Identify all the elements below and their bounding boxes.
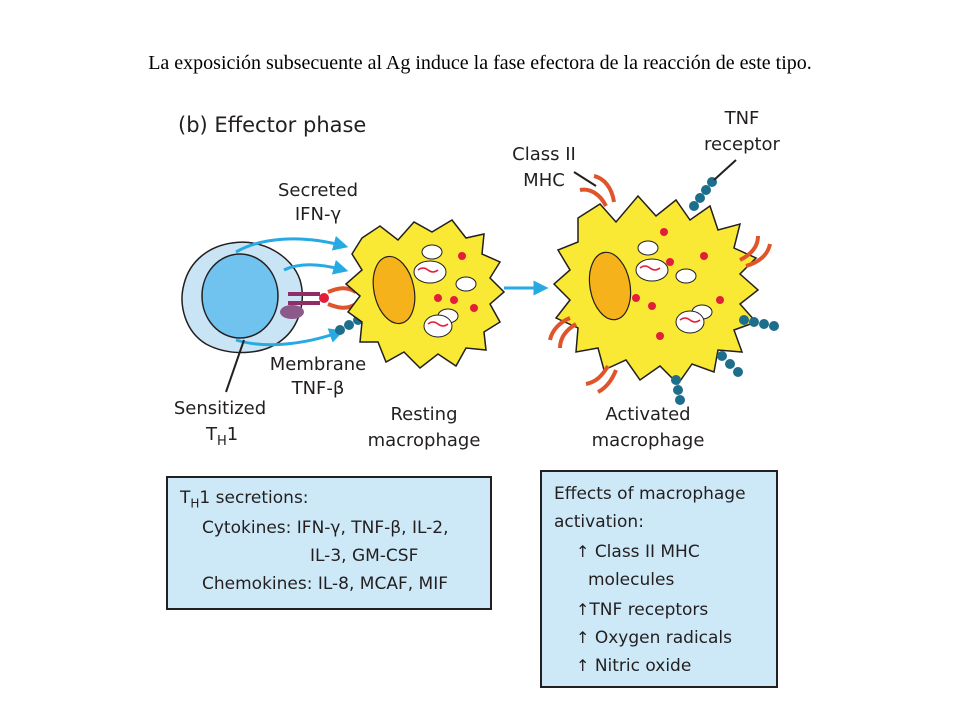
resting-nucleus [372, 255, 416, 325]
membrane-label-2: TNF-β [291, 378, 345, 399]
secretions-cytokines: Cytokines: IFN-γ, TNF-β, IL-2, [202, 518, 449, 538]
effect-item-tnf: ↑TNF receptors [576, 600, 709, 620]
secreted-label-2: IFN-γ [295, 204, 342, 225]
resting-label-2: macrophage [368, 430, 481, 451]
activated-nucleus [588, 251, 632, 321]
ifn-gamma-arrow-2 [283, 260, 349, 275]
activated-label-1: Activated [605, 404, 690, 425]
up-arrow-icon: ↑ [576, 628, 590, 647]
sensitized-label-1: Sensitized [174, 398, 266, 419]
ifn-gamma-arrow [235, 236, 349, 254]
up-arrow-icon: ↑ [576, 656, 590, 675]
effect-item-class2-cont: molecules [588, 570, 675, 590]
sensitized-label-2: TH1 [205, 424, 238, 449]
tnf-label-1: TNF [724, 108, 760, 129]
activated-macrophage [552, 194, 760, 386]
tnf-receptor-pointer [713, 159, 737, 181]
th1-pointer [225, 339, 245, 393]
th1-bump [280, 305, 304, 319]
th1-secretions-box: TH1 secretions: Cytokines: IFN-γ, TNF-β,… [166, 476, 492, 610]
secreted-label-1: Secreted [278, 180, 358, 201]
membrane-label-1: Membrane [270, 354, 366, 375]
secretions-chemokines: Chemokines: IL-8, MCAF, MIF [202, 574, 449, 594]
class2-pointer [573, 171, 597, 187]
effects-heading-1: Effects of macrophage [554, 484, 746, 504]
effect-item-oxygen: ↑ Oxygen radicals [576, 628, 733, 648]
secretions-cytokines-cont: IL-3, GM-CSF [310, 546, 419, 566]
tnf-beta-arrow [235, 328, 345, 347]
secretions-heading: TH1 secretions: [180, 488, 309, 511]
effects-heading-2: activation: [554, 512, 644, 532]
th1-nucleus [201, 253, 279, 339]
up-arrow-icon: ↑ [576, 542, 590, 561]
diagram-title: (b) Effector phase [178, 113, 366, 137]
effect-item-class2: ↑ Class II MHC [576, 542, 700, 562]
effects-box: Effects of macrophage activation: ↑ Clas… [540, 470, 778, 688]
caption: La exposición subsecuente al Ag induce l… [148, 52, 812, 74]
tnf-label-2: receptor [704, 134, 781, 155]
antigen-peptide [319, 293, 329, 303]
mhc-class2-molecules [548, 174, 772, 394]
resting-label-1: Resting [390, 404, 457, 425]
class2-label-1: Class II [512, 144, 576, 165]
up-arrow-icon: ↑ [576, 600, 590, 619]
class2-label-2: MHC [523, 170, 565, 191]
tnf-receptors [671, 177, 779, 405]
th1-cell [181, 241, 304, 354]
effect-item-nitric: ↑ Nitric oxide [576, 656, 692, 676]
activated-label-2: macrophage [592, 430, 705, 451]
resting-macrophage [344, 219, 506, 369]
